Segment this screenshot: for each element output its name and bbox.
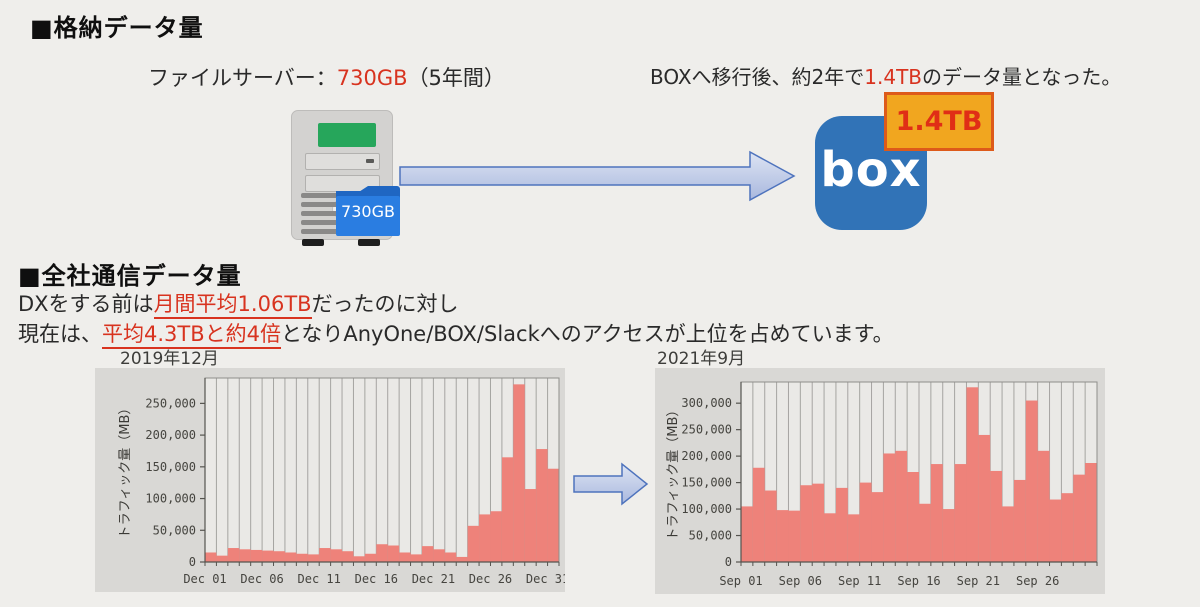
box-caption-post: のデータ量となった。: [922, 65, 1122, 89]
svg-text:Dec 26: Dec 26: [469, 572, 512, 586]
traffic-chart-2021: 0 50,000 100,000 150,000 200,000 250,000 300,0…: [666, 381, 1098, 588]
traffic-line2-pre: 現在は、: [18, 322, 102, 346]
server-vent: [301, 193, 361, 198]
folder-label: 730GB: [341, 202, 395, 221]
server-drive-slot: [305, 153, 380, 170]
server-vent: [301, 202, 361, 207]
box-caption-pre: BOXへ移行後、約2年で: [650, 65, 865, 89]
svg-text:100,000: 100,000: [145, 492, 196, 506]
svg-text:50,000: 50,000: [153, 523, 196, 537]
svg-text:0: 0: [725, 555, 732, 569]
heading-storage-data: ■格納データ量: [30, 14, 204, 42]
migration-arrow-icon: [399, 150, 796, 202]
file-server-caption-pre: ファイルサーバー：: [148, 66, 337, 90]
folder-icon: 730GB: [336, 186, 400, 236]
capacity-badge: 1.4TB: [884, 92, 994, 151]
svg-text:250,000: 250,000: [145, 396, 196, 410]
server-foot: [302, 239, 324, 246]
box-caption-value: 1.4TB: [864, 65, 923, 89]
server-screen: [318, 123, 376, 147]
traffic-chart-2021-panel: 0 50,000 100,000 150,000 200,000 250,000 300,0…: [655, 368, 1105, 594]
svg-text:100,000: 100,000: [681, 502, 732, 516]
svg-text:250,000: 250,000: [681, 423, 732, 437]
file-server-caption-value: 730GB: [336, 66, 408, 90]
box-migration-caption: BOXへ移行後、約2年で1.4TBのデータ量となった。: [650, 61, 1121, 90]
server-foot: [358, 239, 380, 246]
heading-traffic-data: ■全社通信データ量: [18, 262, 242, 290]
svg-text:Sep 26: Sep 26: [1016, 574, 1059, 588]
charts-arrow-icon: [573, 462, 649, 506]
chart-title-2021: 2021年9月: [657, 349, 746, 369]
file-server-caption-post: （5年間）: [407, 66, 505, 90]
svg-text:Dec 31: Dec 31: [526, 572, 565, 586]
traffic-line2-value: 平均4.3TBと約4倍: [102, 322, 281, 349]
svg-text:Dec 01: Dec 01: [183, 572, 226, 586]
svg-text:Dec 21: Dec 21: [412, 572, 455, 586]
server-drive-led: [366, 159, 374, 163]
svg-text:トラフィック量（MB）: トラフィック量（MB）: [118, 402, 133, 539]
server-vent: [301, 229, 361, 234]
svg-text:Sep 01: Sep 01: [719, 574, 762, 588]
capacity-badge-label: 1.4TB: [895, 106, 983, 137]
traffic-line1-value: 月間平均1.06TB: [153, 292, 312, 319]
traffic-line1-pre: DXをする前は: [18, 292, 154, 316]
traffic-now-line: 現在は、平均4.3TBと約4倍となりAnyOne/BOX/Slackへのアクセス…: [18, 318, 894, 349]
svg-text:トラフィック量（MB）: トラフィック量（MB）: [666, 404, 681, 541]
traffic-before-line: DXをする前は月間平均1.06TBだったのに対し: [18, 288, 459, 319]
svg-text:150,000: 150,000: [681, 476, 732, 490]
traffic-line1-post: だったのに対し: [311, 292, 459, 316]
box-logo-text: box: [820, 142, 922, 198]
file-server-icon: 730GB: [285, 108, 405, 248]
svg-text:Dec 11: Dec 11: [298, 572, 341, 586]
svg-text:Dec 16: Dec 16: [355, 572, 398, 586]
server-vent: [301, 220, 361, 225]
svg-text:200,000: 200,000: [145, 428, 196, 442]
svg-text:Sep 16: Sep 16: [897, 574, 940, 588]
svg-text:50,000: 50,000: [689, 529, 732, 543]
svg-text:300,000: 300,000: [681, 396, 732, 410]
svg-text:200,000: 200,000: [681, 449, 732, 463]
svg-text:Sep 11: Sep 11: [838, 574, 881, 588]
svg-text:150,000: 150,000: [145, 460, 196, 474]
svg-text:0: 0: [189, 555, 196, 569]
traffic-line2-post: となりAnyOne/BOX/Slackへのアクセスが上位を占めています。: [281, 322, 894, 346]
server-vent: [301, 211, 361, 216]
svg-text:Dec 06: Dec 06: [240, 572, 283, 586]
file-server-caption: ファイルサーバー：730GB（5年間）: [148, 62, 505, 92]
chart-title-2019: 2019年12月: [120, 349, 219, 369]
svg-text:Sep 06: Sep 06: [779, 574, 822, 588]
svg-text:Sep 21: Sep 21: [957, 574, 1000, 588]
